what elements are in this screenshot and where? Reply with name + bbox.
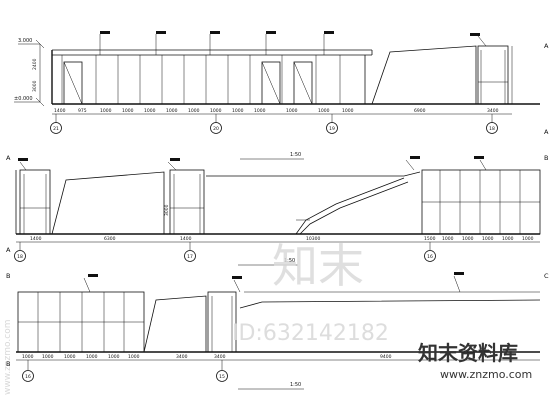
dim: 3400: [487, 108, 499, 114]
dim: 1000: [232, 108, 244, 114]
panel-1-dimensions: 1400 975 1000 1000 1000 1000 1000 1000 1…: [54, 108, 499, 114]
column-marker-label: 16: [25, 374, 31, 380]
dim: 6300: [104, 236, 116, 242]
height-dim-1: 2400: [32, 58, 38, 70]
left-axis-letter: B: [6, 360, 10, 368]
dim: 1000: [318, 108, 330, 114]
dim: 1000: [442, 236, 454, 242]
dim: 1000: [100, 108, 112, 114]
dim: 1000: [64, 354, 76, 360]
dim: 1400: [180, 236, 192, 242]
dim: 3400: [214, 354, 226, 360]
elevation-panel-1: 1400 975 1000 1000 1000 1000 1000 1000 1…: [50, 31, 540, 134]
panel-2-scale: 1:50: [290, 152, 301, 158]
column-marker: [326, 122, 338, 134]
dim: 1000: [86, 354, 98, 360]
dim: 3400: [176, 354, 188, 360]
dim: 1000: [122, 108, 134, 114]
dim: 1000: [128, 354, 140, 360]
elevation-panel-3: B 1000 1000 1000 1000 1000 1000 3400: [6, 272, 541, 382]
watermark-id: ID:632142182: [232, 321, 389, 346]
dim: 1000: [286, 108, 298, 114]
dim: 1000: [482, 236, 494, 242]
left-axis-letter: A: [6, 154, 11, 162]
right-axis-letter: B: [544, 154, 548, 162]
dim: 1000: [108, 354, 120, 360]
column-marker: [14, 250, 26, 262]
dim: 1000: [188, 108, 200, 114]
column-marker: [22, 370, 34, 382]
dim: 1000: [166, 108, 178, 114]
level-mark-base: ±0.000: [14, 96, 33, 102]
column-marker-label: 17: [187, 254, 193, 260]
dim: 1500: [424, 236, 436, 242]
dim: 1400: [30, 236, 42, 242]
dim: 1000: [462, 236, 474, 242]
dim: 1000: [254, 108, 266, 114]
dim: 1000: [144, 108, 156, 114]
watermark-site-en: www.znzmo.com: [440, 368, 532, 381]
column-marker: [424, 250, 436, 262]
dim: 1000: [522, 236, 534, 242]
right-axis-letter: A: [544, 42, 549, 50]
right-axis-letter: A: [544, 128, 549, 136]
panel-4-scale: 1:50: [290, 382, 301, 388]
left-axis-letter: A: [6, 246, 11, 254]
dim: 6900: [414, 108, 426, 114]
panel-3-column-markers: 16 15: [22, 360, 228, 382]
column-marker: [486, 122, 498, 134]
column-marker: [216, 370, 228, 382]
dim: 1000: [502, 236, 514, 242]
left-axis-letter: B: [6, 272, 10, 280]
level-marks: 3.000 ±0.000 2400 3000: [14, 38, 45, 107]
dim: 1000: [22, 354, 34, 360]
level-mark-top: 3.000: [18, 38, 32, 44]
dim: 9400: [380, 354, 392, 360]
column-marker-label: 16: [427, 254, 433, 260]
right-axis-letter: C: [544, 272, 549, 280]
dim: 975: [78, 108, 87, 114]
column-marker: [210, 122, 222, 134]
right-axis-letters: A A B C: [544, 42, 549, 280]
column-marker-label: 19: [329, 126, 335, 132]
side-watermark: www.znzmo.com: [3, 320, 13, 395]
column-marker: [50, 122, 62, 134]
height-dim: 3000: [164, 204, 170, 216]
panel-2-dimensions: 1400 6300 1400 10300 1500 1000 1000 1000…: [30, 236, 534, 242]
column-marker-label: 20: [213, 126, 219, 132]
column-marker-label: 18: [489, 126, 495, 132]
dim: 10300: [306, 236, 320, 242]
panel-1-column-markers: 21 20 19 18: [50, 114, 498, 134]
panel-3-dimensions: 1000 1000 1000 1000 1000 1000 3400 3400 …: [22, 354, 392, 360]
height-dim-2: 3000: [32, 80, 38, 92]
panel-2-column-markers: 18 17 16: [14, 242, 436, 262]
dim: 1000: [210, 108, 222, 114]
column-marker-label: 18: [17, 254, 23, 260]
dim: 1400: [54, 108, 66, 114]
panel-3-scale: 1:50: [284, 258, 295, 264]
column-marker-label: 15: [219, 374, 225, 380]
elevation-panel-2: A 1:50 3000: [6, 152, 541, 262]
dim: 1000: [342, 108, 354, 114]
watermark-site-cn: 知末资料库: [418, 341, 518, 365]
watermark-brand: 知末: [272, 239, 364, 293]
column-marker: [184, 250, 196, 262]
column-marker-label: 21: [53, 126, 59, 132]
dim: 1000: [42, 354, 54, 360]
